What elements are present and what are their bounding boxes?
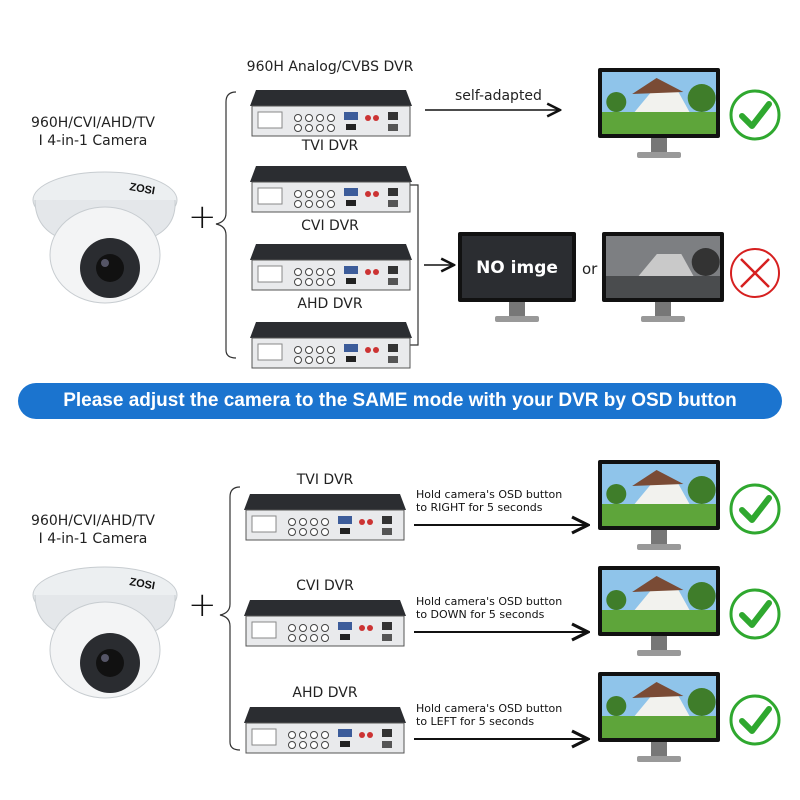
cross-icon: [728, 246, 782, 304]
dvr-recorder-image: [248, 88, 414, 142]
check-icon: [728, 693, 782, 751]
monitor-no-image: NO imge: [458, 232, 576, 331]
monitor-good-image: [598, 460, 720, 559]
dvr-recorder-image: [248, 320, 414, 374]
instruction-banner: Please adjust the camera to the SAME mod…: [18, 383, 782, 419]
monitor-bad-image: [602, 232, 724, 331]
or-label: or: [582, 260, 598, 278]
check-icon: [728, 482, 782, 540]
camera-title-line2: I 4-in-1 Camera: [38, 133, 148, 149]
dvr-recorder-image: [242, 705, 408, 759]
camera-title-line2: I 4-in-1 Camera: [38, 531, 148, 547]
camera-title-line1: 960H/CVI/AHD/TV: [31, 513, 155, 529]
dvr-label: CVI DVR: [296, 578, 354, 594]
dvr-label: TVI DVR: [296, 472, 354, 488]
check-icon: [728, 88, 782, 146]
dome-camera-image: ZOSI: [25, 160, 185, 309]
self-adapted-label: self-adapted: [455, 88, 542, 104]
camera-title-line1: 960H/CVI/AHD/TV: [31, 115, 155, 131]
plus-icon: +: [188, 585, 217, 625]
dvr-label: AHD DVR: [297, 296, 363, 312]
no-image-text: NO imge: [476, 258, 558, 278]
dvr-label: CVI DVR: [301, 218, 359, 234]
dvr-recorder-image: [242, 598, 408, 652]
dvr-recorder-image: [242, 492, 408, 546]
dvr-recorder-image: [248, 242, 414, 296]
svg-text:ZOSI: ZOSI: [128, 576, 155, 592]
monitor-good-image: [598, 566, 720, 665]
svg-text:ZOSI: ZOSI: [128, 181, 155, 197]
camera-title-top: 960H/CVI/AHD/TV I 4-in-1 Camera: [8, 114, 178, 150]
dvr-label: 960H Analog/CVBS DVR: [246, 59, 414, 75]
dvr-label: AHD DVR: [292, 685, 358, 701]
dome-camera-image: ZOSI: [25, 555, 185, 704]
plus-icon: +: [188, 197, 217, 237]
monitor-good-image: [598, 672, 720, 771]
monitor-good-image: [598, 68, 720, 167]
check-icon: [728, 587, 782, 645]
camera-title-bottom: 960H/CVI/AHD/TV I 4-in-1 Camera: [8, 512, 178, 548]
dvr-label: TVI DVR: [301, 138, 359, 154]
dvr-recorder-image: [248, 164, 414, 218]
